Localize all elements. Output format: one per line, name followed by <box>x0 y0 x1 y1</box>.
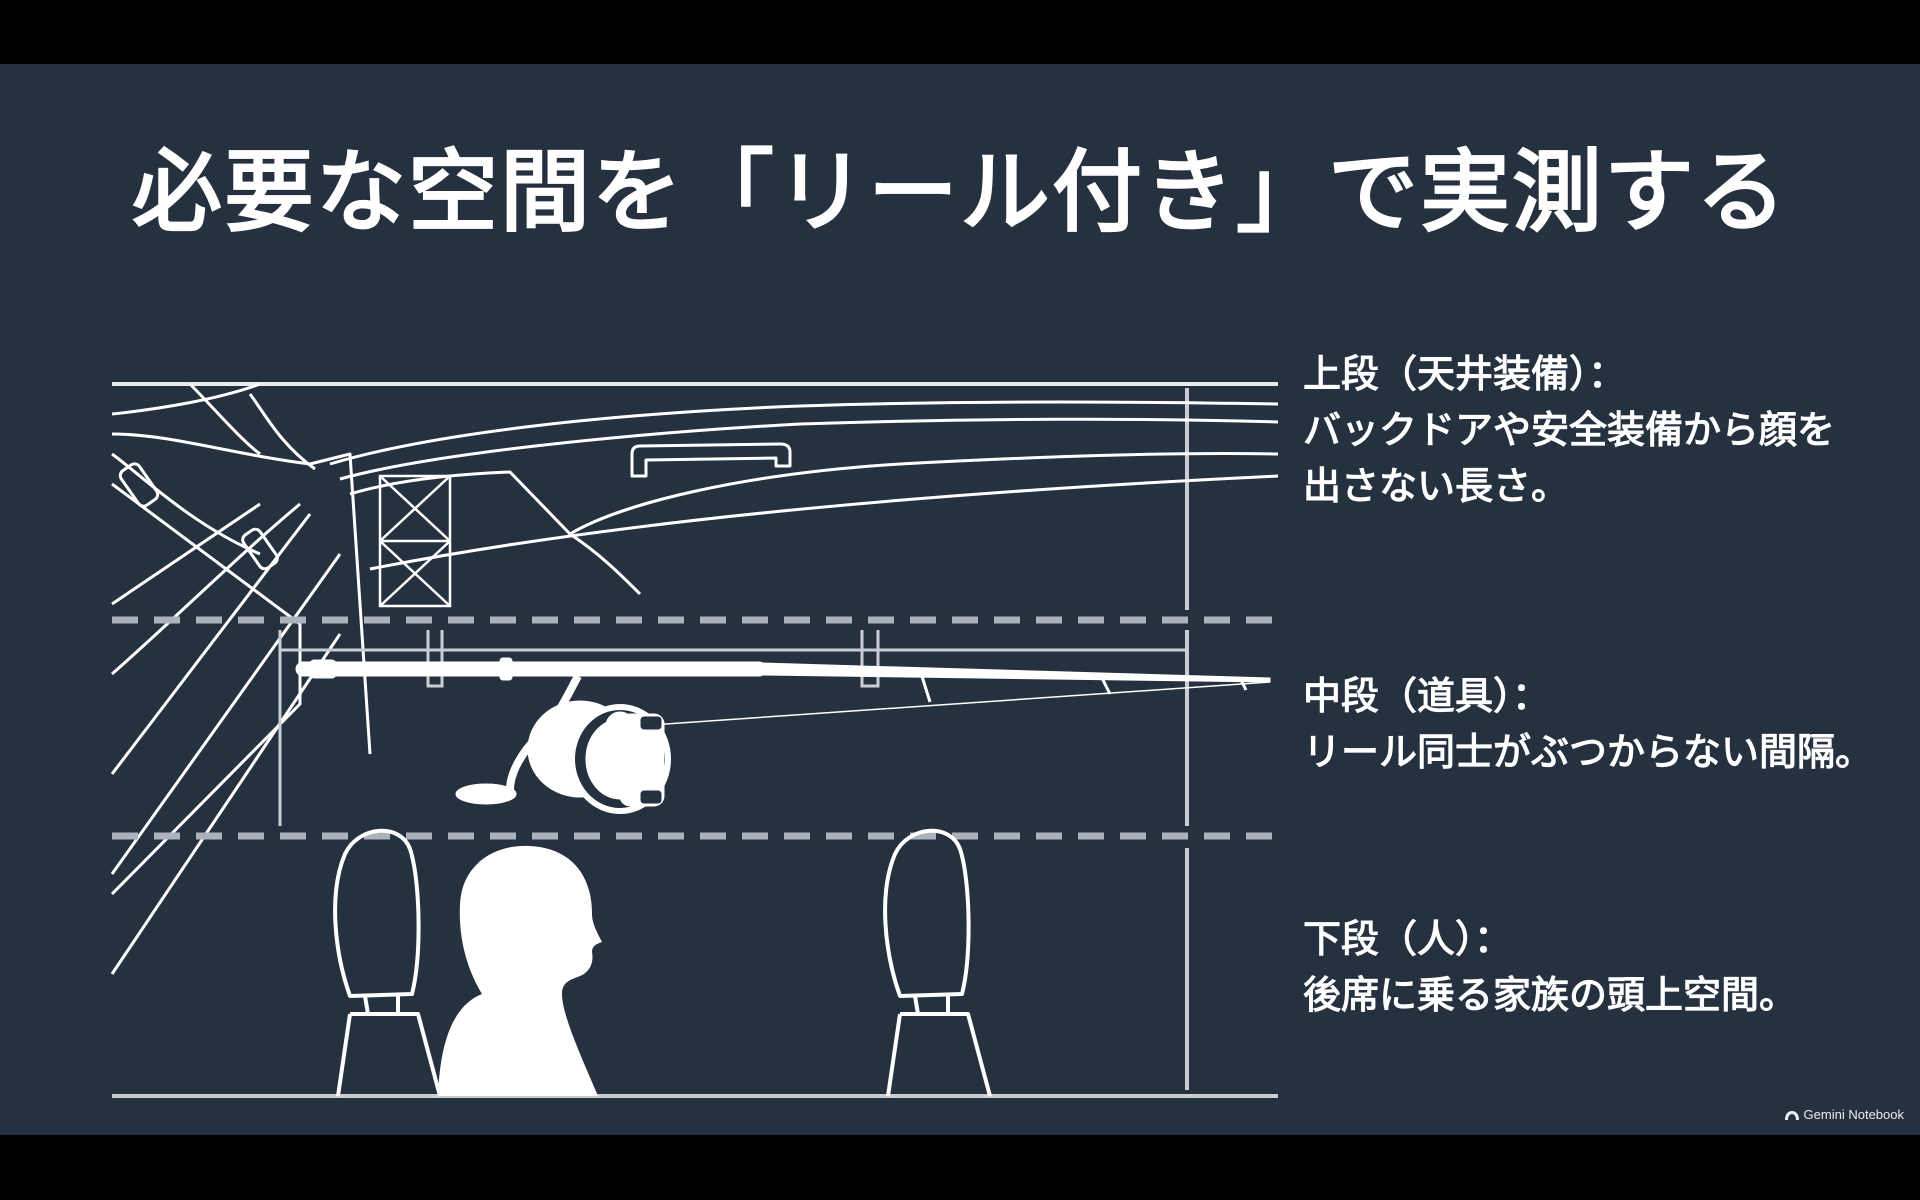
section-bottom-line-1: 後席に乗る家族の頭上空間。 <box>1303 973 1798 1017</box>
rear-seat-right <box>883 828 992 1097</box>
section-bottom-heading: 下段（人）： <box>1303 917 1513 961</box>
section-top-line-1: バックドアや安全装備から顔を <box>1303 408 1836 452</box>
section-bottom: 下段（人）： 後席に乗る家族の頭上空間。 <box>1303 911 1797 1023</box>
car-interior-diagram <box>110 382 1279 1098</box>
watermark-text: Gemini Notebook <box>1803 1107 1904 1122</box>
ceiling-storage-box <box>378 474 452 608</box>
section-top: 上段（天井装備）： バックドアや安全装備から顔を 出さない長さ。 <box>1303 346 1835 514</box>
section-middle-line-1: リール同士がぶつからない間隔。 <box>1303 730 1874 774</box>
roof-contour <box>329 400 1279 596</box>
grab-handle <box>630 442 792 478</box>
back-door-frame <box>110 382 372 975</box>
section-middle: 中段（道具）： リール同士がぶつからない間隔。 <box>1303 668 1873 780</box>
slide: 必要な空間を「リール付き」で実測する <box>0 64 1920 1135</box>
section-top-heading: 上段（天井装備）： <box>1303 352 1627 396</box>
section-middle-heading: 中段（道具）： <box>1303 674 1551 718</box>
gemini-notebook-logo-icon <box>1784 1110 1799 1120</box>
slide-title: 必要な空間を「リール付き」で実測する <box>132 140 1788 245</box>
watermark: Gemini Notebook <box>1784 1107 1904 1122</box>
rod-rack-frame <box>278 630 1187 826</box>
section-top-line-2: 出さない長さ。 <box>1303 464 1570 508</box>
passenger-silhouette <box>438 845 602 1096</box>
rear-seat-left <box>333 828 442 1097</box>
fishing-rod <box>295 657 1271 733</box>
spinning-reel <box>455 674 671 814</box>
